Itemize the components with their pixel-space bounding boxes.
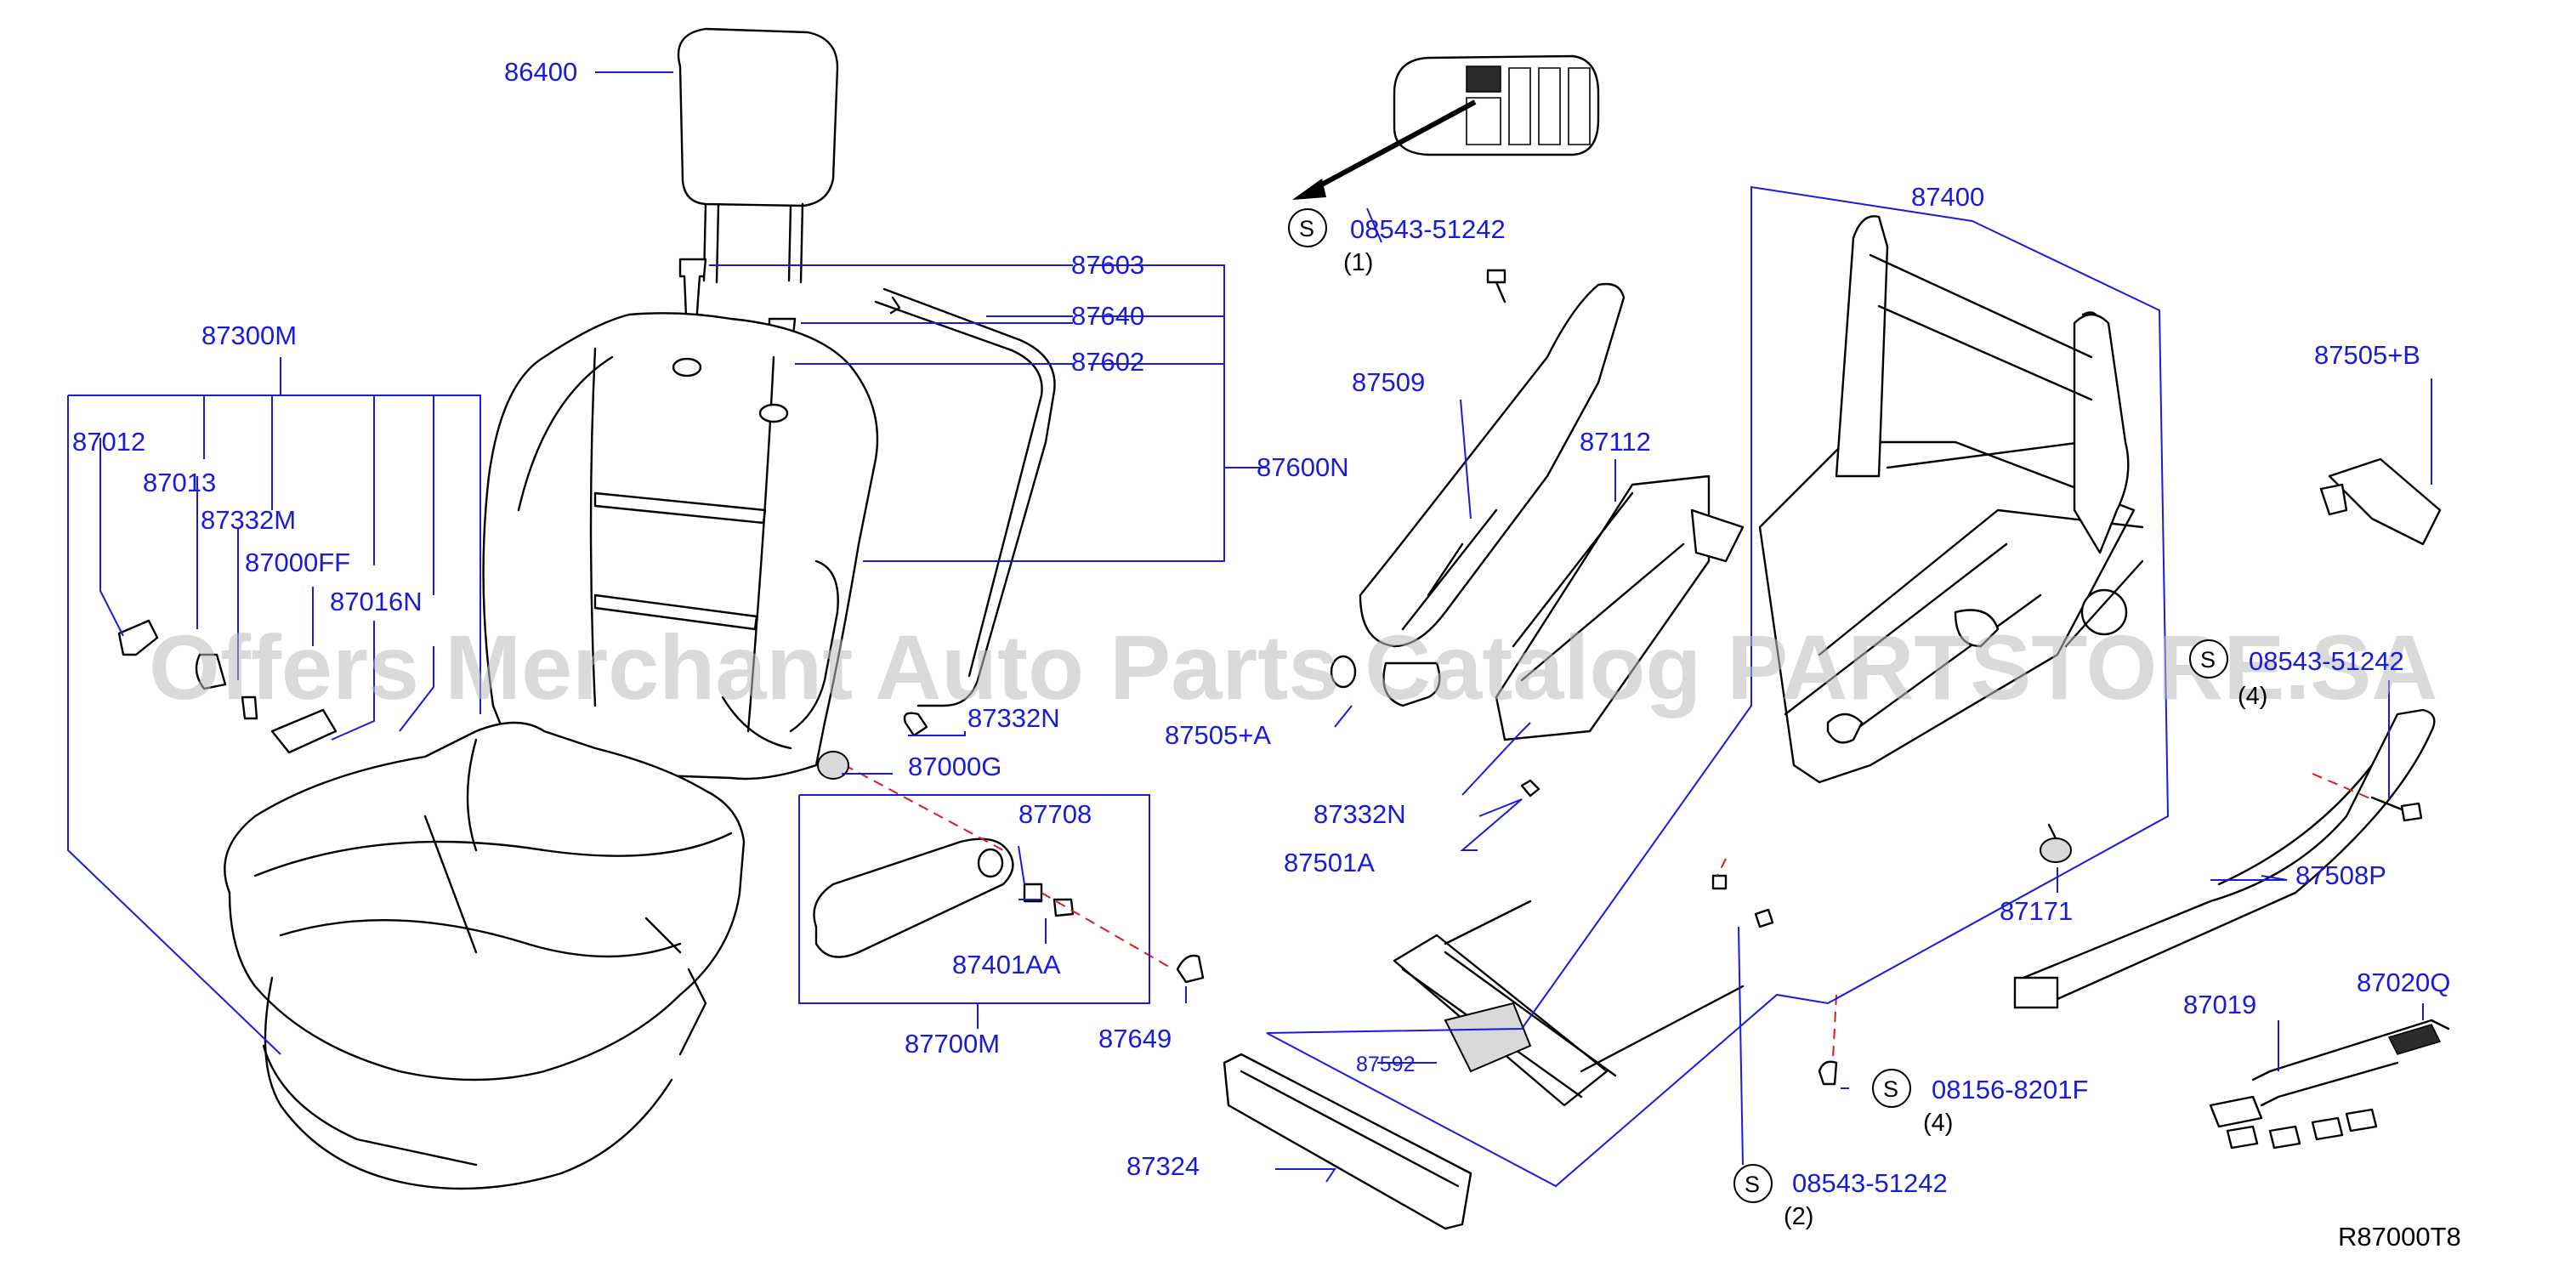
- screw-callout-4[interactable]: S 08543-51242 (2): [1733, 1164, 1948, 1230]
- screw-callout-3[interactable]: S 08156-8201F (4): [1872, 1069, 2088, 1137]
- label-87708[interactable]: 87708: [1018, 799, 1092, 829]
- slide-rail: [1393, 900, 1745, 1107]
- label-87401aa[interactable]: 87401AA: [952, 950, 1061, 979]
- screw-part-3[interactable]: 08156-8201F: [1932, 1075, 2088, 1104]
- label-87600n[interactable]: 87600N: [1257, 452, 1349, 482]
- seatback-frame: [1835, 215, 2144, 648]
- label-87501a[interactable]: 87501A: [1284, 848, 1375, 877]
- screw-callout-1[interactable]: S 08543-51242 (1): [1288, 208, 1506, 276]
- label-87332m[interactable]: 87332M: [201, 505, 296, 535]
- label-87013[interactable]: 87013: [143, 468, 216, 497]
- label-87000g[interactable]: 87000G: [908, 752, 1001, 781]
- label-87640[interactable]: 87640: [1071, 301, 1144, 331]
- screw-qty-1: (1): [1343, 249, 1373, 276]
- screw-symbol-icon: [1733, 1164, 1773, 1203]
- screw-symbol-icon: [1872, 1069, 1911, 1108]
- console-icon: [1292, 54, 1600, 200]
- screw-qty-4: (2): [1784, 1203, 1813, 1230]
- screw-part-4[interactable]: 08543-51242: [1792, 1168, 1948, 1198]
- screw-symbol-letter: S: [1745, 1172, 1760, 1197]
- headrest: [677, 27, 839, 284]
- screw-symbol-letter: S: [1883, 1076, 1898, 1102]
- label-87112[interactable]: 87112: [1580, 427, 1651, 457]
- cover-87505b: [2319, 457, 2442, 546]
- label-87602[interactable]: 87602: [1071, 347, 1144, 377]
- label-87505a[interactable]: 87505+A: [1165, 720, 1271, 750]
- screw-symbol-icon: [1288, 208, 1327, 247]
- screw-part-2[interactable]: 08543-51242: [2249, 646, 2404, 676]
- label-87000ff[interactable]: 87000FF: [245, 548, 350, 577]
- label-87400[interactable]: 87400: [1911, 182, 1984, 212]
- screw-qty-2: (4): [2238, 683, 2267, 710]
- label-87012[interactable]: 87012: [72, 427, 145, 457]
- label-87332n-upper[interactable]: 87332N: [967, 703, 1060, 733]
- label-87508p[interactable]: 87508P: [2295, 860, 2386, 890]
- seat-cushion: [224, 721, 746, 1190]
- seat-frame-main: [1758, 440, 2144, 784]
- screw-callout-2[interactable]: S 08543-51242 (4): [2189, 639, 2404, 710]
- small-parts-left: [117, 619, 928, 754]
- label-87019[interactable]: 87019: [2183, 990, 2256, 1019]
- label-87649[interactable]: 87649: [1098, 1024, 1172, 1053]
- screw-qty-3: (4): [1923, 1110, 1953, 1137]
- screw-symbol-letter: S: [2200, 647, 2216, 673]
- seatback-board: [874, 287, 1056, 707]
- screw-symbol-letter: S: [1299, 216, 1314, 241]
- label-87171[interactable]: 87171: [2000, 896, 2073, 926]
- seat-back: [482, 312, 879, 781]
- label-87700m[interactable]: 87700M: [905, 1029, 1000, 1059]
- label-87332n-lower[interactable]: 87332N: [1314, 799, 1406, 829]
- label-87603[interactable]: 87603: [1071, 250, 1144, 280]
- label-87505b[interactable]: 87505+B: [2314, 340, 2420, 370]
- label-87016n[interactable]: 87016N: [330, 587, 423, 616]
- recliner-cover-right: [2013, 708, 2436, 1009]
- watermark-text: Offers Merchant Auto Parts Catalog PARTS…: [149, 616, 2437, 718]
- recliner-cover-left: [1330, 282, 1626, 707]
- label-87509[interactable]: 87509: [1352, 367, 1425, 397]
- armrest: [813, 751, 1205, 984]
- leader-lines: [67, 71, 2432, 1188]
- label-87324[interactable]: 87324: [1126, 1151, 1200, 1181]
- screw-part-1[interactable]: 08543-51242: [1350, 214, 1506, 244]
- wire-harness: [2209, 1019, 2450, 1150]
- screw-symbol-icon: [2189, 639, 2228, 678]
- diagram-reference: R87000T8: [2338, 1222, 2461, 1252]
- label-87592[interactable]: 87592: [1356, 1053, 1416, 1076]
- fasteners: [1486, 269, 2423, 1086]
- label-87300m[interactable]: 87300M: [201, 321, 297, 350]
- label-86400[interactable]: 86400: [504, 57, 577, 87]
- lower-frame: [1495, 474, 1745, 741]
- trim-strip: [1223, 1053, 1472, 1230]
- label-87020q[interactable]: 87020Q: [2357, 968, 2450, 997]
- part-labels: 86400 87603 87640 87602 87600N 87300M 87…: [72, 57, 2450, 1181]
